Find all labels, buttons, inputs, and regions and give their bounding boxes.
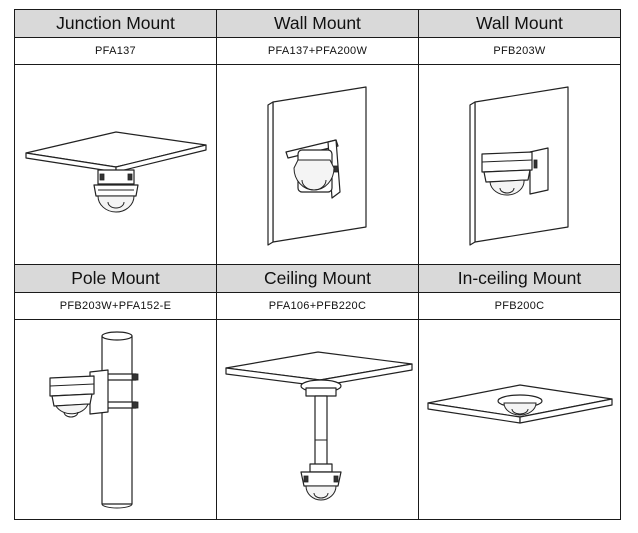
in-ceiling-mount-cell xyxy=(418,319,621,520)
mount-code: PFA137 xyxy=(14,36,217,66)
mount-title: Junction Mount xyxy=(14,9,217,38)
junction-mount-cell xyxy=(14,64,217,265)
junction-mount-illustration xyxy=(24,130,207,213)
mount-title: Ceiling Mount xyxy=(216,263,419,293)
in-ceiling-mount-illustration xyxy=(426,383,613,424)
mount-code: PFA106+PFB220C xyxy=(216,291,419,321)
header-row-top: Junction Mount Wall Mount Wall Mount xyxy=(14,9,621,38)
wall-mount-illustration xyxy=(266,85,367,246)
pole-mount-illustration xyxy=(48,330,138,509)
image-row-bottom xyxy=(14,319,621,520)
mount-title: Pole Mount xyxy=(14,263,217,293)
header-row-bottom: Pole Mount Ceiling Mount In-ceiling Moun… xyxy=(14,263,621,293)
mount-code: PFB200C xyxy=(418,291,621,321)
mount-title: Wall Mount xyxy=(216,9,419,38)
mount-code: PFB203W+PFA152-E xyxy=(14,291,217,321)
code-row-bottom: PFB203W+PFA152-E PFA106+PFB220C PFB200C xyxy=(14,291,621,321)
wall-mount-cell xyxy=(216,64,419,265)
mount-code: PFA137+PFA200W xyxy=(216,36,419,66)
code-row-top: PFA137 PFA137+PFA200W PFB203W xyxy=(14,36,621,66)
ceiling-mount-illustration xyxy=(224,350,413,501)
mount-table: Junction Mount Wall Mount Wall Mount PFA… xyxy=(14,9,621,520)
mount-title: In-ceiling Mount xyxy=(418,263,621,293)
pole-mount-cell xyxy=(14,319,217,520)
ceiling-mount-cell xyxy=(216,319,419,520)
image-row-top xyxy=(14,64,621,265)
wall-bracket-cell xyxy=(418,64,621,265)
mount-code: PFB203W xyxy=(418,36,621,66)
mount-title: Wall Mount xyxy=(418,9,621,38)
wall-bracket-illustration xyxy=(468,85,569,246)
